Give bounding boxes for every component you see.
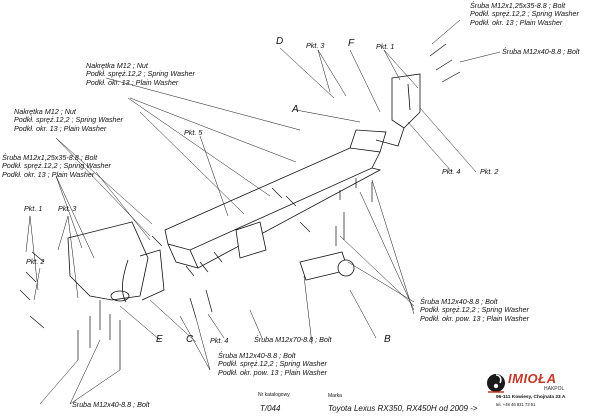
- nut-left-label: Nakrętka M12 ; Nut Podkł. spręż.12,2 ; S…: [14, 107, 123, 133]
- pkt1-left: Pkt. 1: [24, 204, 43, 213]
- crossbar-beam: [164, 129, 387, 269]
- make-label: Marka: [328, 393, 342, 399]
- pkt4-right: Pkt. 4: [442, 167, 461, 176]
- letter-c: C: [186, 334, 194, 345]
- nut-top-label: Nakrętka M12 ; Nut Podkł. spręż.12,2 ; S…: [86, 61, 195, 87]
- model-year: od 2009 ->: [439, 404, 478, 413]
- leader-lines: [25, 19, 501, 405]
- pkt3-left: Pkt. 3: [58, 204, 77, 213]
- bolt-m12x125x35-label: Śruba M12x1,25x35-8.8 ; Bolt Podkł. sprę…: [470, 1, 579, 27]
- bolt-bottom-mid-label: Śruba M12x40-8.8 ; Bolt Podkł. spręż.12,…: [218, 351, 328, 377]
- model: Toyota Lexus RX350, RX450H: [328, 404, 437, 413]
- brand-sub: HAKPOL: [544, 386, 565, 392]
- letter-b: B: [384, 334, 391, 345]
- address: 96-111 Kowiesy, Chojnata 23 A: [496, 395, 566, 400]
- pkt5: Pkt. 5: [184, 128, 203, 137]
- imiola-logo: IMIOŁA HAKPOL 96-111 Kowiesy, Chojnata 2…: [486, 370, 586, 410]
- catalog-label: Nr katalogowy: [258, 392, 290, 398]
- logo-mark-icon: [487, 374, 505, 393]
- bolt-b-label: Śruba M12x40-8.8 ; Bolt Podkł. spręż.12,…: [420, 297, 530, 323]
- bolt-m12x70-label: Śruba M12x70-8.8 ; Bolt: [254, 335, 332, 344]
- right-bracket: [375, 73, 421, 147]
- pkt3-top: Pkt. 3: [306, 41, 325, 50]
- ball-neck: [235, 221, 355, 281]
- catalog-value: T/044: [260, 404, 281, 413]
- pkt2-right: Pkt. 2: [480, 167, 499, 176]
- bolt-m12x40-top-label: Śruba M12x40-8.8 ; Bolt: [502, 47, 580, 56]
- bolt-left-label: Śruba M12x1,25x35-8.8 ; Bolt Podkł. sprę…: [2, 153, 111, 179]
- pkt2-left: Pkt. 2: [26, 257, 45, 266]
- pkt4-bottom: Pkt. 4: [210, 336, 229, 345]
- left-bracket: [67, 221, 165, 303]
- letter-f: F: [348, 38, 355, 49]
- bolt-bottom-left-label: Śruba M12x40-8.8 ; Bolt: [72, 400, 150, 409]
- phone: tel. +48 46 831 73 51: [496, 402, 536, 407]
- pkt1-top: Pkt. 1: [376, 42, 395, 51]
- bolt-group: [19, 43, 461, 370]
- letter-e: E: [156, 334, 163, 345]
- letter-a: A: [292, 104, 299, 115]
- brand-name: IMIOŁA: [508, 371, 557, 386]
- letter-d: D: [276, 36, 284, 47]
